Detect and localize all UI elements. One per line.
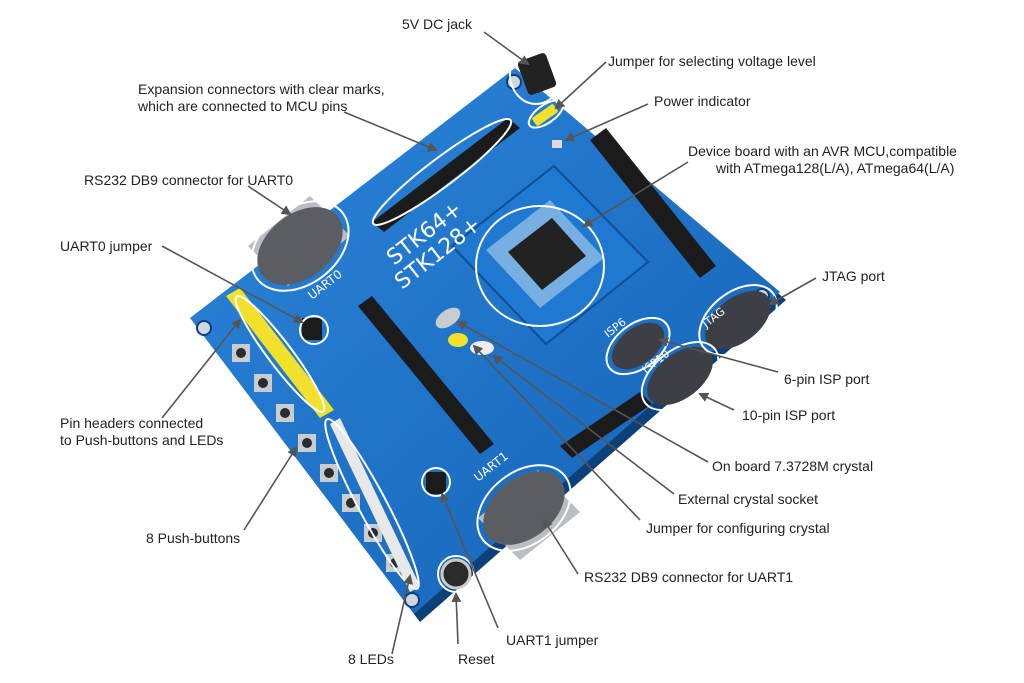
crystal-jumper xyxy=(448,333,468,347)
highlight-ellipses xyxy=(234,43,778,593)
label-jtag-port: JTAG port xyxy=(822,268,885,284)
label-dc-jack: 5V DC jack xyxy=(402,16,473,32)
callout-arrows xyxy=(161,31,817,655)
voltage-jumper xyxy=(532,104,558,126)
label-jumper-crystal: Jumper for configuring crystal xyxy=(646,520,830,536)
rs232-uart0-connector xyxy=(248,196,350,286)
push-button-cap xyxy=(302,438,312,448)
label-power-indicator: Power indicator xyxy=(654,93,751,109)
expansion-header-left xyxy=(358,296,494,454)
label-ext-crystal-socket: External crystal socket xyxy=(678,491,819,507)
isp6-connector xyxy=(611,322,665,370)
jtag-connector xyxy=(705,290,771,350)
label-push-buttons: 8 Push-buttons xyxy=(146,530,241,546)
label-rs232-uart0: RS232 DB9 connector for UART0 xyxy=(84,172,294,188)
isp10-connector xyxy=(647,346,713,406)
led-strip xyxy=(330,418,420,592)
label-uart0-jumper: UART0 jumper xyxy=(60,238,153,254)
label-expansion-line1: Expansion connectors with clear marks, xyxy=(138,81,385,97)
label-voltage-jumper: Jumper for selecting voltage level xyxy=(608,53,816,69)
uart0-jumper-block xyxy=(302,318,322,340)
label-reset: Reset xyxy=(458,651,495,667)
push-button-cap xyxy=(324,468,334,478)
label-uart1-jumper: UART1 jumper xyxy=(506,632,599,648)
mcu-device-board xyxy=(450,164,650,346)
label-isp10-port: 10-pin ISP port xyxy=(742,407,836,423)
label-device-board-line1: Device board with an AVR MCU,compatible xyxy=(688,143,957,159)
crystal xyxy=(435,307,461,329)
label-crystal: On board 7.3728M crystal xyxy=(712,458,874,474)
push-button-cap xyxy=(280,408,290,418)
label-pin-headers-line2: to Push-buttons and LEDs xyxy=(60,432,224,448)
label-expansion-line2: which are connected to MCU pins xyxy=(138,98,348,114)
reset-button xyxy=(440,558,472,590)
uart1-jumper-block xyxy=(426,472,446,494)
push-button-cap xyxy=(236,348,246,358)
push-button-cap xyxy=(258,378,268,388)
label-isp6-port: 6-pin ISP port xyxy=(784,371,870,387)
power-led xyxy=(552,140,562,148)
expansion-header-right xyxy=(590,128,716,278)
expansion-header-top xyxy=(372,118,520,232)
label-rs232-uart1: RS232 DB9 connector for UART1 xyxy=(584,569,794,585)
expansion-header-bottom xyxy=(560,392,652,458)
button-led-pin-headers xyxy=(226,288,334,418)
label-leds: 8 LEDs xyxy=(348,651,394,667)
external-crystal-socket xyxy=(470,341,494,355)
label-device-board-line2: with ATmega128(L/A), ATmega64(L/A) xyxy=(716,160,955,176)
label-pin-headers-line1: Pin headers connected xyxy=(60,415,204,431)
